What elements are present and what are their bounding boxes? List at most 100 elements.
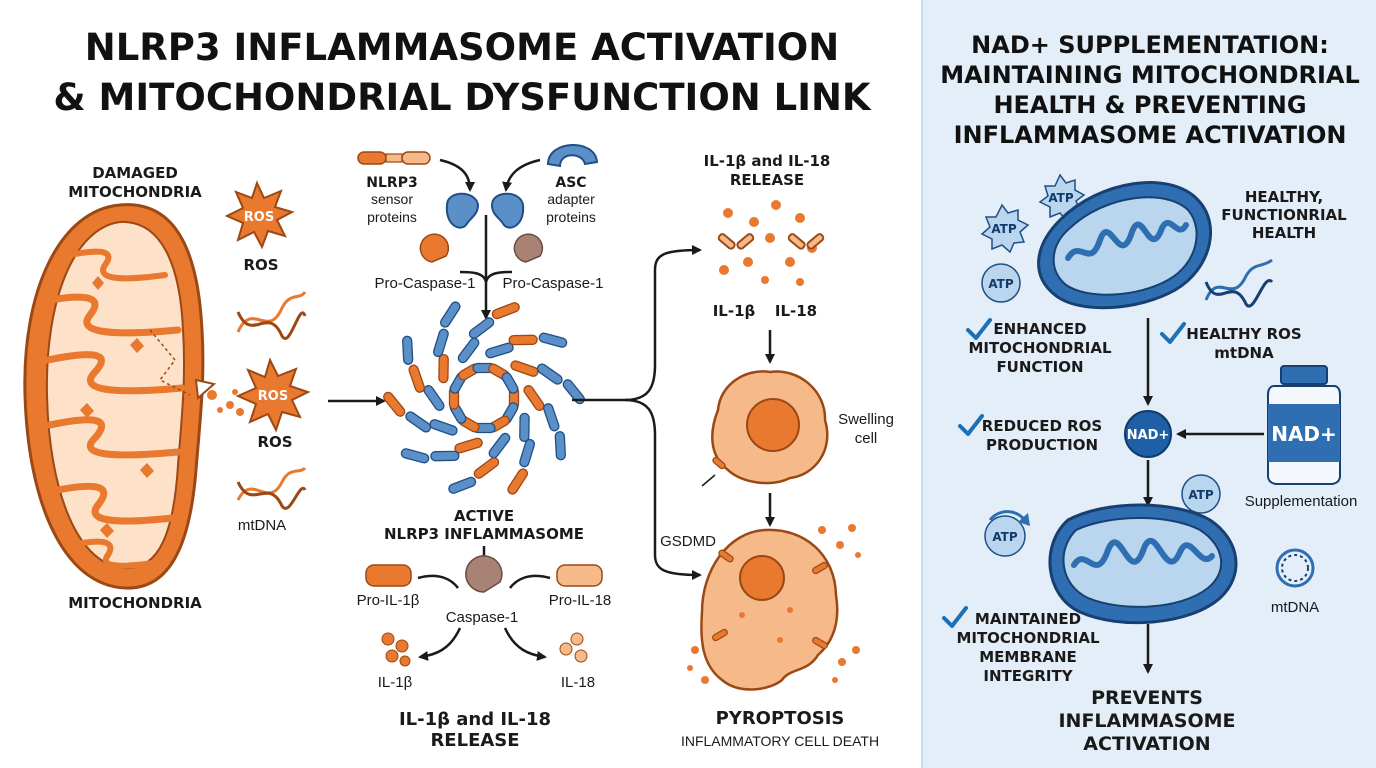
atp-cycle-icon: ATP xyxy=(984,510,1030,557)
swelling-label-line2: cell xyxy=(855,430,878,447)
right-title-line3: HEALTH & PREVENTING xyxy=(993,91,1306,119)
inflammasome-arm-segment xyxy=(432,328,449,358)
inflammasome-arm-segment xyxy=(438,353,449,384)
ros-burst-icon: ROS xyxy=(235,357,311,433)
nlrp3-subunit-icon xyxy=(445,192,525,229)
pro-il18-icon xyxy=(556,564,603,587)
inflammasome-arm-segment xyxy=(457,337,480,364)
check-icon xyxy=(958,414,984,436)
gsdmd-label: GSDMD xyxy=(660,533,716,550)
inflammasome-arm-segment xyxy=(423,385,445,411)
prevents-line1: PREVENTS xyxy=(1091,687,1203,709)
atp-label-3: ATP xyxy=(988,277,1014,291)
pyroptosis-sublabel: INFLAMMATORY CELL DEATH xyxy=(681,733,879,749)
atp-badge-icon: ATP xyxy=(981,263,1021,303)
cytokine-pore-icon xyxy=(717,233,825,250)
inflammasome-arm-segment xyxy=(488,432,511,459)
caspase-1-label: Caspase-1 xyxy=(446,609,519,626)
dna-icon xyxy=(236,291,307,340)
inflammasome-arm-segment xyxy=(485,342,514,359)
maintained-line2: MITOCHONDRIAL xyxy=(956,629,1100,647)
arrow-to-il1b xyxy=(418,627,462,661)
maintained-line3: MEMBRANE xyxy=(979,648,1077,666)
nad-node xyxy=(1124,410,1172,458)
top-il1b-label: IL-1β xyxy=(713,302,756,320)
atp-label-1: ATP xyxy=(1048,191,1074,205)
inflammasome-arm-segment xyxy=(468,317,495,339)
left-title-line2: & MITOCHONDRIAL DYSFUNCTION LINK xyxy=(53,76,872,119)
right-title-line2: MAINTAINING MITOCHONDRIAL xyxy=(940,61,1360,89)
inflammasome-arm-segment xyxy=(430,450,460,462)
inflammasome-arm-segment xyxy=(491,302,520,320)
inflammasome-arm-segment xyxy=(454,437,483,454)
active-label-line1: ACTIVE xyxy=(454,507,514,525)
arrow-asc-to-center xyxy=(502,158,541,192)
left-title-line1: NLRP3 INFLAMMASOME ACTIVATION xyxy=(85,26,839,69)
right-title-line4: INFLAMMASOME ACTIVATION xyxy=(954,121,1347,149)
prevents-line2: INFLAMMASOME xyxy=(1058,710,1235,732)
maintained-line4: INTEGRITY xyxy=(983,667,1073,685)
arrow-pro-il1b-to-caspase xyxy=(417,574,459,589)
pyroptosis-label: PYROPTOSIS xyxy=(716,708,845,729)
top-release-line1: IL-1β and IL-18 xyxy=(704,152,831,170)
nlrp3-label-line3: proteins xyxy=(367,209,417,225)
pro-caspase-label-left: Pro-Caspase-1 xyxy=(375,275,476,292)
atp-label-5: ATP xyxy=(992,530,1018,544)
inflammasome-arm-segment xyxy=(510,360,539,377)
healthy-ros-line2: mtDNA xyxy=(1214,344,1274,362)
asc-adapter-protein-icon xyxy=(546,144,599,168)
atp-label-2: ATP xyxy=(991,222,1017,236)
mitochondria-label: MITOCHONDRIA xyxy=(68,594,202,612)
check-icon xyxy=(942,606,968,628)
maintained-line1: MAINTAINED xyxy=(975,610,1081,628)
pro-caspase-label-right: Pro-Caspase-1 xyxy=(503,275,604,292)
inflammasome-arm-segment xyxy=(439,301,461,328)
pro-caspase-icon xyxy=(513,233,544,263)
inflammasome-arm-segment xyxy=(519,412,530,443)
ros-burst-label: ROS xyxy=(244,210,274,225)
arrow-to-il18 xyxy=(503,627,547,661)
damaged-label-line2: MITOCHONDRIA xyxy=(68,183,202,201)
arrow-nlrp3-to-center xyxy=(439,158,475,192)
inflammasome-arm-segment xyxy=(508,334,538,346)
right-title-line1: NAD+ SUPPLEMENTATION: xyxy=(971,31,1329,59)
mtdna-right-label: mtDNA xyxy=(1271,599,1319,616)
top-release-line2: RELEASE xyxy=(730,171,804,189)
ros-label-top: ROS xyxy=(243,256,278,274)
mtdna-label: mtDNA xyxy=(238,517,286,534)
reduced-label-line1: REDUCED ROS xyxy=(982,417,1102,435)
prevents-line3: ACTIVATION xyxy=(1083,733,1210,755)
il1b-molecules-icon xyxy=(381,632,411,667)
inflammasome-arm-segment xyxy=(562,379,585,405)
branch-arrow-to-pyroptosis xyxy=(624,398,702,580)
nlrp3-sensor-protein-icon xyxy=(357,151,431,165)
nad-node-label: NAD+ xyxy=(1127,428,1170,443)
inflammasome-arm-segment xyxy=(554,431,566,461)
pro-il1b-label: Pro-IL-1β xyxy=(357,592,420,609)
il18-molecules-icon xyxy=(559,632,588,663)
atp-badge-icon: ATP xyxy=(1181,474,1221,514)
inflammasome-arm-segment xyxy=(400,448,430,464)
active-label-line2: NLRP3 INFLAMMASOME xyxy=(384,525,584,543)
inflammasome-arm-segment xyxy=(408,364,425,393)
dna-icon xyxy=(236,466,307,510)
damaged-label-line1: DAMAGED xyxy=(92,164,178,182)
inflammasome-arm-segment xyxy=(448,476,477,494)
enhanced-label-line1: ENHANCED xyxy=(993,320,1086,338)
leaking-ros-particles xyxy=(207,389,244,416)
ros-label-lower: ROS xyxy=(257,433,292,451)
asc-label-line2: adapter xyxy=(547,191,595,207)
nlrp3-label-line1: NLRP3 xyxy=(366,175,417,191)
pro-il18-label: Pro-IL-18 xyxy=(549,592,612,609)
enhanced-label-line2: MITOCHONDRIAL xyxy=(968,339,1112,357)
atp-badge-icon: ATP xyxy=(980,203,1030,254)
enhanced-label-line3: FUNCTION xyxy=(996,358,1083,376)
inflammasome-arm-segment xyxy=(429,419,458,436)
il18-label: IL-18 xyxy=(561,674,595,691)
healthy-ros-line1: HEALTHY ROS xyxy=(1186,325,1301,343)
inflammasome-arm-segment xyxy=(523,385,545,411)
inflammasome-arm-segment xyxy=(538,332,568,348)
circular-dna-icon xyxy=(1275,548,1315,588)
